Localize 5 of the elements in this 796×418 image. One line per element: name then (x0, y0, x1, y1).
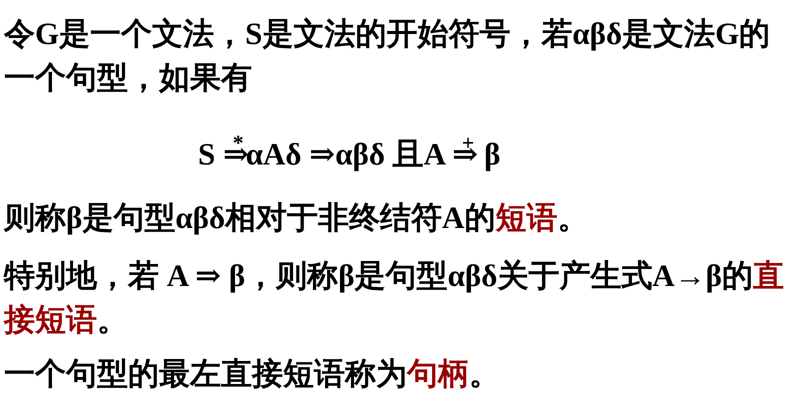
paragraph-text: 一个句型的最左直接短语称为句柄。 (4, 355, 501, 393)
paragraph-text: 则称β是句型αβδ相对于非终结符A的短语。 (4, 199, 590, 237)
formula-text: S ⇒$^{*}$αAδ ⇒αβδ 且A ⇒$^{+}$ β (198, 130, 500, 174)
paragraph-text: 令G是一个文法，S是文法的开始符号，若αβδ是文法G的一个句型，如果有 (4, 15, 772, 97)
paragraph-text: 特别地，若 A ⇒ β，则称β是句型αβδ关于产生式A→β的直接短语。 (4, 257, 786, 339)
